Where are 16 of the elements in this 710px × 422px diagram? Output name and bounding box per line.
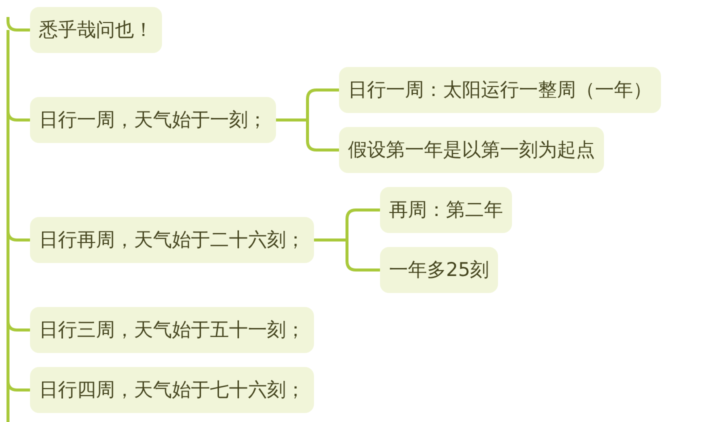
topic-box: 日行三周，天气始于五十一刻； xyxy=(30,307,314,353)
topic-box: 一年多25刻 xyxy=(380,247,498,293)
connector-line xyxy=(6,17,30,32)
topic-box: 假设第一年是以第一刻为起点 xyxy=(339,127,604,173)
topic-box: 再周：第二年 xyxy=(380,187,512,233)
topic-box: 日行一周，天气始于一刻； xyxy=(30,97,276,143)
topic-box: 日行四周，天气始于七十六刻； xyxy=(30,367,314,413)
connector-line xyxy=(6,377,30,392)
connector-line xyxy=(6,227,30,242)
topic-box: 日行再周，天气始于二十六刻； xyxy=(30,217,314,263)
topic-box: 悉乎哉问也！ xyxy=(30,7,162,53)
connector-line xyxy=(6,317,30,332)
connector-line xyxy=(6,107,30,122)
connector-line xyxy=(276,118,339,152)
connector-line xyxy=(314,238,380,272)
topic-box: 日行一周：太阳运行一整周（一年） xyxy=(339,67,661,113)
